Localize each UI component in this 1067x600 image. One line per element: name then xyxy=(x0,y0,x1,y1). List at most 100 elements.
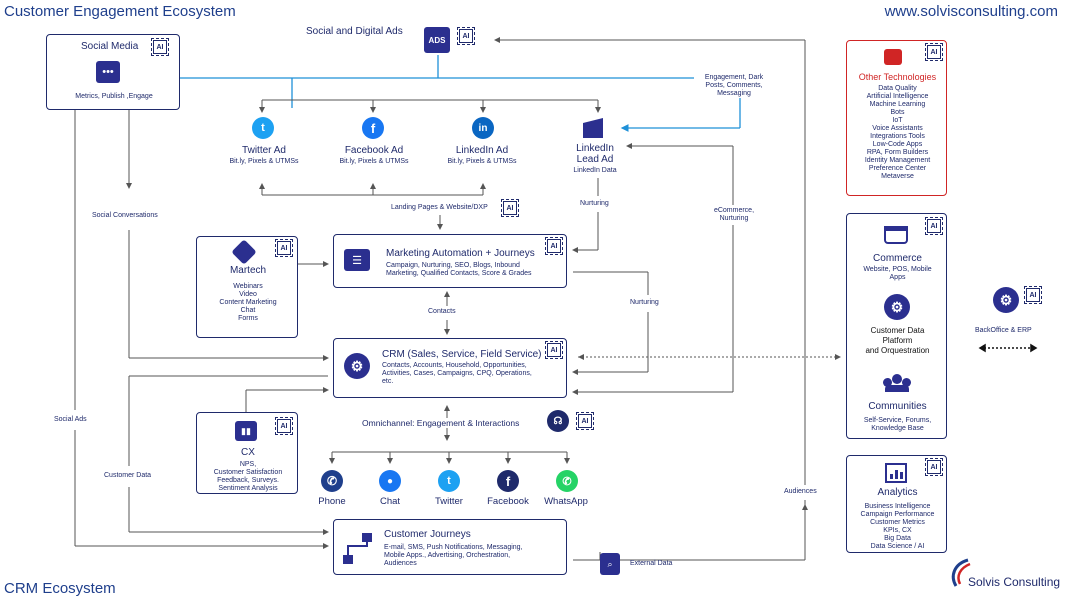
martech-item: Content Marketing xyxy=(219,299,277,306)
ai-badge: AI xyxy=(151,38,169,56)
crm-desc-line: etc. xyxy=(382,378,394,385)
tech-item: Machine Learning xyxy=(869,101,926,108)
analytics-chart-icon xyxy=(885,463,907,483)
ai-badge: AI xyxy=(925,458,943,476)
ai-badge: AI xyxy=(501,199,519,217)
ai-badge: AI xyxy=(275,239,293,257)
backoffice-label: BackOffice & ERP xyxy=(975,327,1032,334)
cdp-line: Customer Data xyxy=(870,326,925,335)
facebook-ad-sub: Bit.ly, Pixels & UTMSs xyxy=(339,158,409,165)
commerce-title: Commerce xyxy=(873,253,922,264)
social-media-sub: Metrics, Publish ,Engage xyxy=(75,93,153,100)
ads-title: Social and Digital Ads xyxy=(306,26,403,37)
channel-facebook: Facebook xyxy=(487,496,529,507)
other-technologies-title: Other Technologies xyxy=(858,72,937,82)
other-technologies-box: AI Other Technologies Data Quality Artif… xyxy=(846,40,947,196)
engagement-note: Engagement, Dark Posts, Comments, Messag… xyxy=(694,74,774,98)
cx-title: CX xyxy=(241,447,255,458)
data-search-icon: ⌕ xyxy=(600,553,620,575)
bar-chart-icon: ▮▮ xyxy=(235,421,257,441)
landing-pages-label: Landing Pages & Website/DXP xyxy=(389,204,490,212)
phone-icon: ✆ xyxy=(321,470,343,492)
linkedin-data-label: LinkedIn Data xyxy=(573,167,617,174)
cdp-title: Customer Data Platform and Orquestration xyxy=(847,326,948,356)
tech-item: RPA, Form Builders xyxy=(866,149,929,156)
channel-twitter: Twitter xyxy=(435,496,463,507)
tech-item: Voice Assistants xyxy=(872,125,923,132)
ma-desc-line: Marketing, Qualified Contacts, Score & G… xyxy=(386,270,532,277)
martech-box: AI Martech Webinars Video Content Market… xyxy=(196,236,298,338)
linkedin-lead-line: LinkedIn xyxy=(576,143,614,154)
facebook-icon: f xyxy=(497,470,519,492)
ai-badge: AI xyxy=(545,341,563,359)
tag-icon xyxy=(231,239,257,265)
tech-item: Artificial Intelligence xyxy=(866,93,929,100)
commerce-line: Apps xyxy=(889,274,906,281)
martech-item: Video xyxy=(239,291,257,298)
footer-title: CRM Ecosystem xyxy=(4,580,116,597)
other-tech-list: Data Quality Artificial Intelligence Mac… xyxy=(847,85,948,181)
nurturing-label: Nurturing xyxy=(580,200,609,208)
omnichannel-label: Omnichannel: Engagement & Interactions xyxy=(360,418,522,428)
commerce-line: Website, POS, Mobile xyxy=(863,266,932,273)
tech-item: Metaverse xyxy=(881,173,914,180)
marketing-automation-title: Marketing Automation + Journeys xyxy=(386,248,535,259)
marketing-automation-box: ☰ AI Marketing Automation + Journeys Cam… xyxy=(333,234,567,288)
customer-journeys-desc: E-mail, SMS, Push Notifications, Messagi… xyxy=(384,544,523,568)
tech-item: Data Quality xyxy=(878,85,917,92)
tech-item: Low-Code Apps xyxy=(872,141,923,148)
tech-item: Bots xyxy=(890,109,905,116)
linkedin-lead-line: Lead Ad xyxy=(576,154,614,165)
gear-icon: ⚙ xyxy=(884,294,910,320)
cj-desc-line: Mobile Apps., Advertising, Orchestration… xyxy=(384,552,511,559)
cx-item: Feedback, Surveys. xyxy=(217,477,279,484)
crm-desc: Contacts, Accounts, Household, Opportuni… xyxy=(382,362,532,386)
solvis-logo-icon xyxy=(951,558,971,587)
gear-icon: ⚙ xyxy=(344,353,370,379)
customer-journeys-title: Customer Journeys xyxy=(384,529,471,540)
channel-whatsapp: WhatsApp xyxy=(544,496,588,507)
list-icon: ☰ xyxy=(344,249,370,271)
ecommerce-line: eCommerce, xyxy=(713,207,755,214)
crm-desc-line: Activities, Cases, Campaigns, CPQ, Opera… xyxy=(382,370,532,377)
basket-icon xyxy=(884,226,908,244)
linkedin-lead-title: LinkedIn Lead Ad xyxy=(560,143,630,165)
ai-badge: AI xyxy=(1024,286,1042,304)
crm-desc-line: Contacts, Accounts, Household, Opportuni… xyxy=(382,362,527,369)
ai-badge: AI xyxy=(457,27,475,45)
engagement-line: Messaging xyxy=(717,90,751,97)
martech-item: Webinars xyxy=(233,283,263,290)
analytics-item: KPIs, CX xyxy=(883,527,912,534)
chat-bubble-icon: ••• xyxy=(96,61,120,83)
tech-item: Identity Management xyxy=(864,157,931,164)
social-ads-label: Social Ads xyxy=(54,416,87,424)
brand-name: Solvis Consulting xyxy=(968,575,1061,589)
gear-icon: ⚙ xyxy=(993,287,1019,313)
cj-desc-line: Audiences xyxy=(384,560,417,567)
external-data-label: External Data xyxy=(630,560,673,567)
cx-box: ▮▮ AI CX NPS, Customer Satisfaction Feed… xyxy=(196,412,298,494)
analytics-item: Data Science / AI xyxy=(870,543,925,550)
social-media-box: Social Media AI ••• Metrics, Publish ,En… xyxy=(46,34,180,110)
communities-line: Self-Service, Forums, xyxy=(863,417,932,424)
ma-desc-line: Campaign, Nurturing, SEO, Blogs, Inbound xyxy=(386,262,520,269)
chat-icon: ● xyxy=(379,470,401,492)
analytics-list: Business Intelligence Campaign Performan… xyxy=(847,503,948,551)
social-conversations-label: Social Conversations xyxy=(92,212,158,220)
twitter-ad-sub: Bit.ly, Pixels & UTMSs xyxy=(229,158,299,165)
analytics-item: Business Intelligence xyxy=(864,503,931,510)
cdp-line: Platform xyxy=(882,336,913,345)
martech-list: Webinars Video Content Marketing Chat Fo… xyxy=(197,283,299,323)
martech-item: Forms xyxy=(238,315,258,322)
twitter-icon: t xyxy=(438,470,460,492)
analytics-item: Customer Metrics xyxy=(870,519,925,526)
audiences-label: Audiences xyxy=(784,488,817,496)
cj-desc-line: E-mail, SMS, Push Notifications, Messagi… xyxy=(384,544,523,551)
headset-icon: ☊ xyxy=(547,410,569,432)
website-url[interactable]: www.solvisconsulting.com xyxy=(884,3,1058,20)
robot-icon xyxy=(884,49,902,65)
commerce-sub: Website, POS, Mobile Apps xyxy=(847,266,948,282)
cx-item: NPS, xyxy=(239,461,257,468)
analytics-title: Analytics xyxy=(877,487,918,498)
